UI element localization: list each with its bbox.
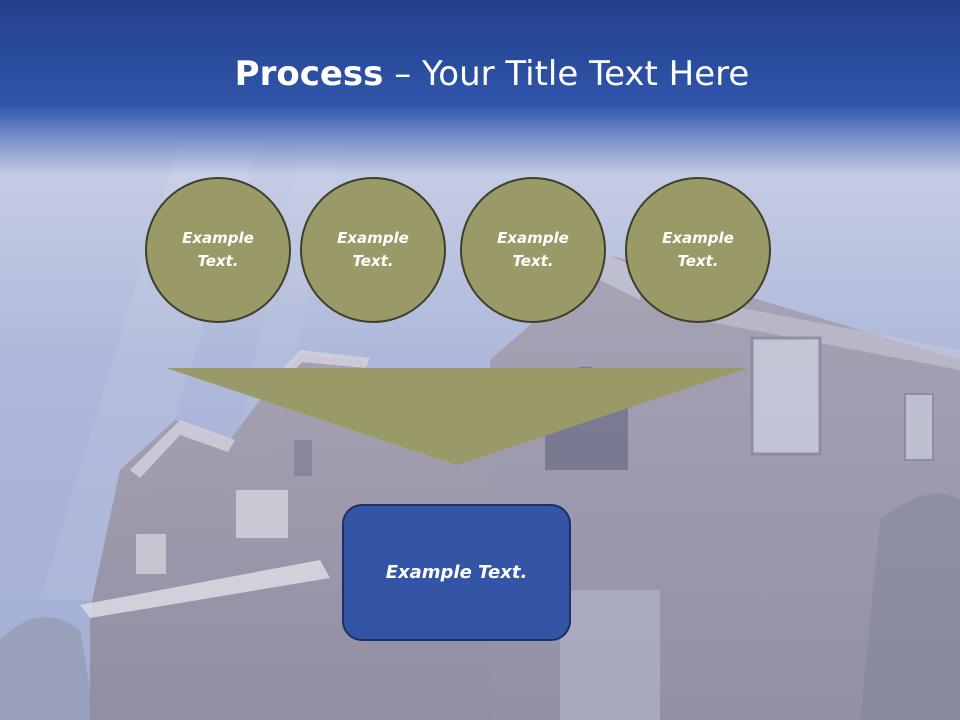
process-step-3-label: Example Text. — [497, 229, 569, 270]
title-bold-text: Process — [234, 54, 384, 94]
title-separator: – — [394, 54, 412, 94]
down-arrow-icon — [166, 368, 748, 465]
process-step-2[interactable]: Example Text. — [300, 177, 446, 323]
slide-title: Process – Your Title Text Here — [0, 52, 960, 96]
process-step-3[interactable]: Example Text. — [460, 177, 606, 323]
process-step-1[interactable]: Example Text. — [145, 177, 291, 323]
process-step-4-label: Example Text. — [662, 229, 734, 270]
result-label: Example Text. — [385, 562, 528, 583]
title-rest-text: Your Title Text Here — [422, 54, 750, 94]
result-box[interactable]: Example Text. — [342, 504, 571, 641]
process-step-4[interactable]: Example Text. — [625, 177, 771, 323]
process-step-1-label: Example Text. — [182, 229, 254, 270]
process-step-2-label: Example Text. — [337, 229, 409, 270]
title-band — [0, 0, 960, 175]
